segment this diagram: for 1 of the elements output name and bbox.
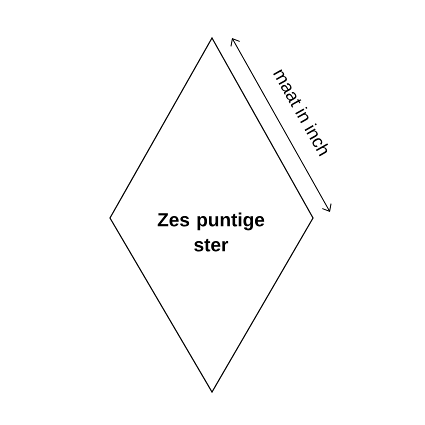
dimension-label: maat in inch: [273, 69, 328, 156]
